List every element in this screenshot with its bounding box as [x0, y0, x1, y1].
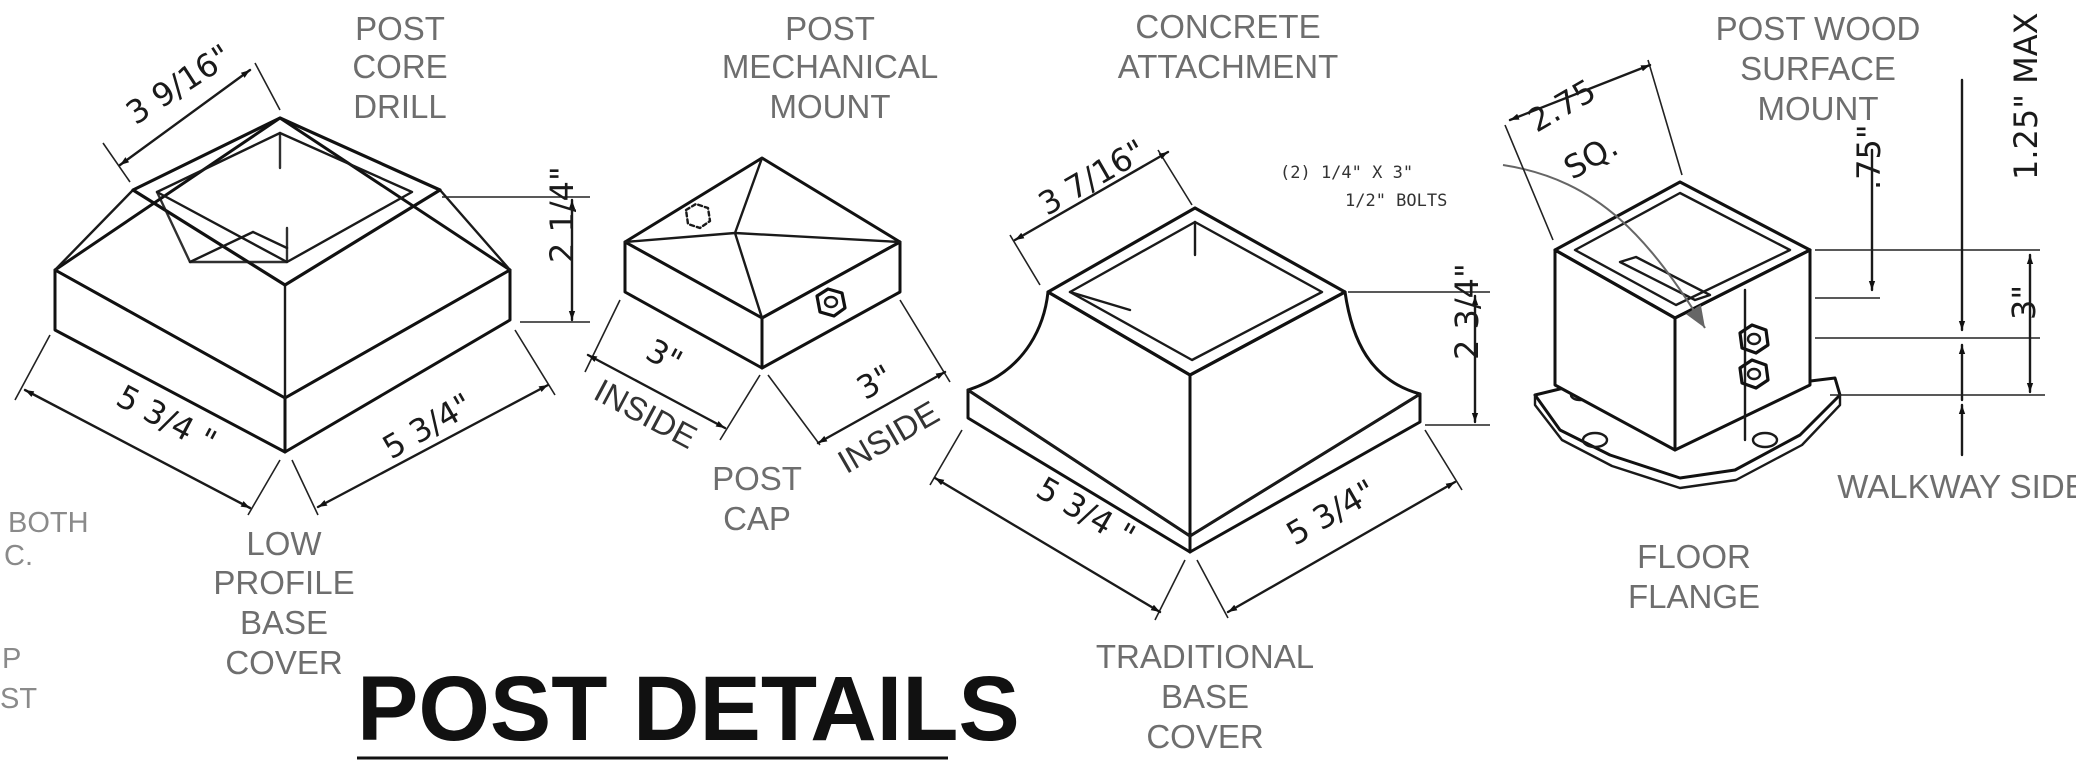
concrete-line-2: ATTACHMENT [1118, 48, 1339, 85]
lp-top-dim: 3 9/16" [119, 37, 238, 133]
bolts-note-line-1: (2) 1/4" X 3" [1280, 163, 1413, 183]
floor-flange-line-1: FLOOR [1637, 538, 1751, 575]
core-drill-line-2: CORE [352, 48, 447, 85]
trad-bottom-edges [966, 388, 1422, 538]
core-drill-line-1: POST [355, 10, 445, 47]
page-title: POST DETAILS [357, 658, 1020, 760]
mech-mount-line-2: MECHANICAL [722, 48, 938, 85]
left-edge-note-fragments: BOTH C. P ST [0, 507, 89, 715]
flange-top-dim: 2.75 [1522, 71, 1603, 140]
label-floor-flange: FLOOR FLANGE [1628, 538, 1760, 615]
label-concrete-attachment: CONCRETE ATTACHMENT [1118, 8, 1339, 85]
flange-bolt-top [1738, 323, 1770, 355]
flange-plate-edge [1533, 393, 1842, 490]
cap-right-ext [767, 299, 951, 446]
label-post-mechanical-mount: POST MECHANICAL MOUNT [722, 10, 938, 125]
flange-top-ext [1504, 59, 1683, 241]
post-cap-line-2: CAP [723, 500, 791, 537]
trad-inner-walls [1068, 220, 1197, 312]
trad-left-ext [929, 429, 1186, 621]
fragment-st: ST [0, 683, 37, 715]
traditional-line-2: BASE [1161, 678, 1249, 715]
trad-height-dim: 2 3/4" [1448, 263, 1486, 360]
wood-mount-line-1: POST WOOD [1716, 10, 1921, 47]
cap-hidden-nut [684, 202, 712, 230]
lp-left-dim-line [23, 388, 252, 510]
cap-right-dim: 3" [850, 357, 899, 407]
floor-flange-line-2: FLANGE [1628, 578, 1760, 615]
flange-box-top [1553, 180, 1812, 320]
label-post-cap: POST CAP [712, 460, 802, 537]
traditional-line-1: TRADITIONAL [1096, 638, 1314, 675]
flange-125-dim: 1.25" MAX [2007, 12, 2045, 180]
trad-collar-inner [1068, 220, 1324, 362]
bolts-note-line-2: 1/2" BOLTS [1345, 191, 1447, 211]
flange-top-dim-line [1508, 63, 1652, 122]
trad-right-ext [1196, 429, 1463, 619]
traditional-line-3: COVER [1146, 718, 1263, 755]
cap-left-inside: INSIDE [588, 372, 703, 456]
lp-inner-floor [188, 230, 289, 264]
low-profile-line-3: BASE [240, 604, 328, 641]
cap-pyramid-ridges [623, 156, 902, 320]
flange-3-dim: 3" [2005, 285, 2043, 320]
trad-right-dim-line [1226, 480, 1457, 614]
trad-top-dim: 3 7/16" [1032, 132, 1152, 223]
low-profile-line-2: PROFILE [213, 564, 354, 601]
lp-right-dim: 5 3/4" [376, 385, 479, 466]
floor-flange-drawing: 2.75 SQ. .75" 1.25" MAX 3" [1502, 12, 2045, 490]
lp-right-dim-line [316, 383, 550, 509]
flange-bolt-bottom [1738, 358, 1770, 390]
low-profile-line-1: LOW [246, 525, 322, 562]
bolts-leader [1502, 164, 1706, 329]
label-walkway-side: WALKWAY SIDE [1837, 468, 2076, 505]
low-profile-base-cover-drawing: 3 9/16" 2 1/4" 5 3/4 " 5 3/4" [14, 37, 590, 516]
cap-left-dim-line [586, 353, 727, 430]
fragment-c: C. [4, 540, 33, 572]
mech-mount-line-3: MOUNT [770, 88, 891, 125]
fragment-p: P [2, 643, 21, 675]
bolts-note: (2) 1/4" X 3" 1/2" BOLTS [1280, 163, 1447, 211]
cap-right-inside: INSIDE [831, 393, 945, 480]
post-cap-line-1: POST [712, 460, 802, 497]
trad-left-dim-line [933, 476, 1162, 614]
label-post-core-drill: POST CORE DRILL [352, 10, 447, 125]
label-post-wood-surface-mount: POST WOOD SURFACE MOUNT [1716, 10, 1921, 127]
flange-slot [1618, 255, 1712, 302]
label-traditional-base-cover: TRADITIONAL BASE COVER [1096, 638, 1314, 755]
mech-mount-line-1: POST [785, 10, 875, 47]
wood-mount-line-2: SURFACE [1740, 50, 1896, 87]
flange-hole-right [1751, 431, 1779, 449]
flange-125-ext [1815, 249, 2040, 339]
cap-left-dim: 3" [640, 331, 689, 381]
flange-box-inner [1573, 191, 1792, 307]
cap-right-dim-line [816, 370, 947, 445]
cap-right [760, 240, 902, 370]
trad-height-ext [1348, 291, 1490, 426]
lp-height-dim: 2 1/4" [543, 166, 581, 263]
label-low-profile-base-cover: LOW PROFILE BASE COVER [213, 525, 354, 681]
lp-top-ext-lines [102, 62, 281, 183]
flange-sq: SQ. [1557, 126, 1624, 187]
lp-top-dim-line [118, 68, 252, 167]
flange-75-dim: .75" [1850, 124, 1888, 190]
lp-height-ext [442, 196, 590, 323]
core-drill-line-3: DRILL [353, 88, 447, 125]
trad-top-dim-line [1013, 150, 1170, 242]
post-cap-drawing: 3" INSIDE 3" INSIDE [584, 156, 951, 480]
wood-mount-line-3: MOUNT [1758, 90, 1879, 127]
cap-hex-nut [815, 287, 847, 318]
low-profile-line-4: COVER [225, 644, 342, 681]
fragment-both: BOTH [8, 507, 89, 539]
page-title-group: POST DETAILS [357, 658, 1020, 760]
lp-inner-walls [155, 131, 289, 264]
flange-hole-left [1581, 431, 1609, 449]
lp-ridges [53, 188, 512, 400]
lp-left-ext [14, 334, 281, 516]
concrete-line-1: CONCRETE [1135, 8, 1320, 45]
